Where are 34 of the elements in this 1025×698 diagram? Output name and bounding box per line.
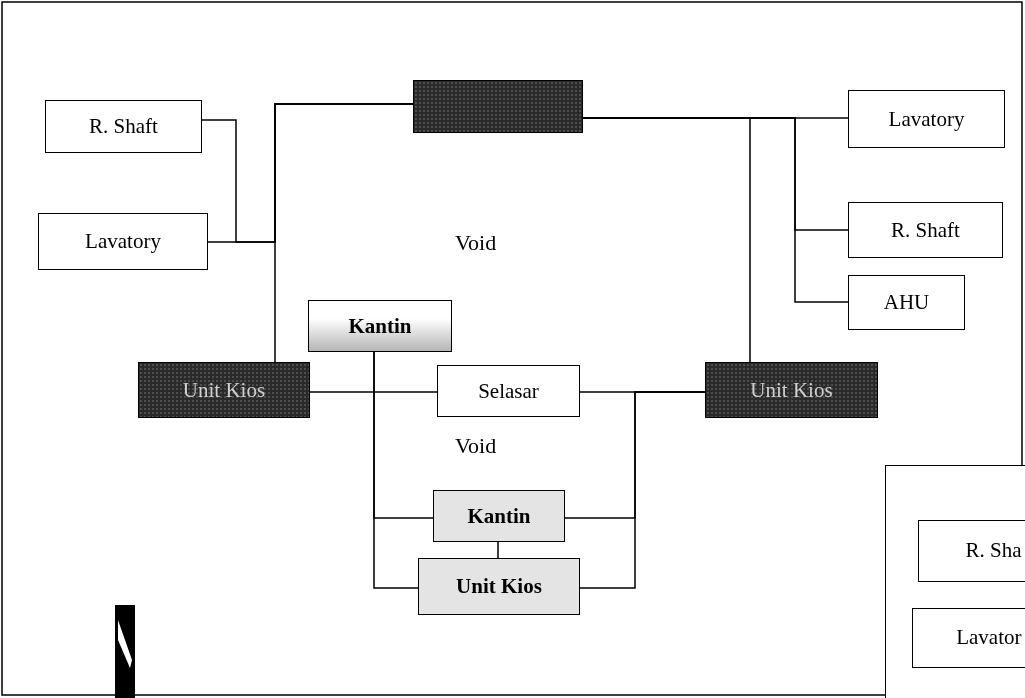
room-box xyxy=(38,213,208,270)
connector-line xyxy=(579,391,706,589)
room-box xyxy=(418,558,580,615)
room-box xyxy=(848,202,1003,258)
room-label: Unit Kios xyxy=(456,574,542,599)
room-label: Lavatory xyxy=(85,229,161,254)
connector-line xyxy=(373,351,419,589)
panel-box xyxy=(885,465,1025,698)
room-box xyxy=(45,100,202,153)
connector-line xyxy=(497,541,499,559)
room-box xyxy=(911,607,1025,668)
connector-line xyxy=(309,391,438,393)
area-label: Void xyxy=(455,433,497,459)
dark-box xyxy=(138,362,310,418)
room-label: Lavator xyxy=(956,625,1022,650)
room-label: Unit Kios xyxy=(750,377,833,403)
room-label: Kantin xyxy=(467,503,531,529)
room-box xyxy=(437,365,580,417)
room-label: Kantin xyxy=(348,313,412,339)
room-label: R. Shaft xyxy=(89,114,158,139)
room-box xyxy=(848,275,965,330)
area-label: Void xyxy=(455,230,497,256)
room-box xyxy=(848,90,1005,148)
dark-box xyxy=(413,80,583,133)
room-box xyxy=(917,519,1025,582)
room-label: Lavatory xyxy=(888,106,965,132)
dark-box xyxy=(705,362,878,418)
room-label: Unit Kios xyxy=(182,377,266,403)
room-label: Selasar xyxy=(478,378,539,404)
room-label: R. Shaft xyxy=(891,217,960,243)
room-label: AHU xyxy=(883,290,930,315)
room-label: R. Sha xyxy=(965,538,1022,563)
room-box xyxy=(433,490,565,542)
room-box xyxy=(308,300,452,352)
